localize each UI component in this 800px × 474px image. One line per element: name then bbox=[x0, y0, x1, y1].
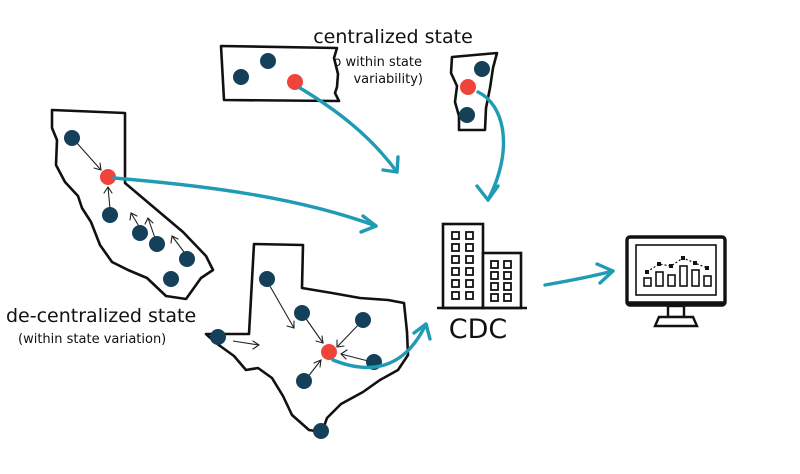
flow-arrow-vt-to-cdc bbox=[475, 90, 506, 202]
building-window bbox=[451, 231, 460, 240]
building-window bbox=[490, 260, 499, 269]
monitor-trend-point bbox=[645, 270, 649, 274]
tx-site-dot bbox=[313, 423, 329, 439]
vt-hub-dot bbox=[460, 79, 476, 95]
building-window bbox=[503, 271, 512, 280]
flow-arrow-tx-to-cdc bbox=[331, 322, 432, 370]
tx-site-dot bbox=[296, 373, 312, 389]
ca-site-dot bbox=[132, 225, 148, 241]
building-window bbox=[503, 260, 512, 269]
building-window bbox=[465, 291, 474, 300]
sd-site-dot bbox=[233, 69, 249, 85]
tx-site-dot bbox=[210, 329, 226, 345]
ca-site-dot bbox=[163, 271, 179, 287]
cdc-label: CDC bbox=[449, 314, 508, 345]
building-window bbox=[465, 255, 474, 264]
flow-arrow-cdc-to-dashboard bbox=[543, 262, 615, 287]
monitor-chart-bar bbox=[643, 277, 652, 287]
ca-site-dot bbox=[64, 130, 80, 146]
tx-site-dot bbox=[259, 271, 275, 287]
building-window bbox=[451, 243, 460, 252]
ca-site-dot bbox=[102, 207, 118, 223]
sd-hub-dot bbox=[287, 74, 303, 90]
building-window bbox=[503, 282, 512, 291]
flow-arrow-ca-to-cdc bbox=[112, 176, 378, 234]
monitor-chart-bar bbox=[655, 271, 664, 287]
building-window bbox=[465, 231, 474, 240]
ca-hub-dot bbox=[100, 169, 116, 185]
texas-map bbox=[204, 242, 410, 439]
tx-hub-dot bbox=[321, 344, 337, 360]
building-window bbox=[490, 293, 499, 302]
monitor-trend-point bbox=[705, 266, 709, 270]
building-window bbox=[503, 293, 512, 302]
ca-site-dot bbox=[149, 236, 165, 252]
tx-site-dot bbox=[294, 305, 310, 321]
building-window bbox=[465, 243, 474, 252]
monitor-chart-bar bbox=[679, 265, 688, 287]
ca-site-dot bbox=[179, 251, 195, 267]
monitor-trend-point bbox=[657, 262, 661, 266]
decentralized-state-title: de-centralized state bbox=[6, 305, 196, 327]
building-window bbox=[451, 267, 460, 276]
monitor-trend-point bbox=[693, 261, 697, 265]
building-window bbox=[451, 255, 460, 264]
flow-arrow-sd-to-cdc bbox=[298, 86, 400, 174]
centralized-state-subtitle-line2: variability) bbox=[353, 72, 423, 87]
monitor-chart-bar bbox=[667, 274, 676, 287]
building-window bbox=[465, 267, 474, 276]
building-window bbox=[465, 279, 474, 288]
vt-site-dot bbox=[474, 61, 490, 77]
california-map bbox=[50, 108, 215, 301]
monitor-trend-point bbox=[669, 264, 673, 268]
vt-site-dot bbox=[459, 107, 475, 123]
south-dakota-map bbox=[219, 44, 341, 103]
monitor-trend-point bbox=[681, 256, 685, 260]
tx-site-dot bbox=[355, 312, 371, 328]
monitor-chart-bar bbox=[691, 269, 700, 287]
dashboard-monitor-icon bbox=[625, 235, 727, 328]
monitor-chart-bar bbox=[703, 275, 712, 287]
sd-site-dot bbox=[260, 53, 276, 69]
building-window bbox=[451, 279, 460, 288]
centralized-state-title: centralized state bbox=[313, 26, 473, 48]
vermont-map bbox=[449, 51, 499, 132]
building-window bbox=[490, 282, 499, 291]
cdc-building-icon bbox=[437, 222, 527, 310]
decentralized-state-subtitle: (within state variation) bbox=[18, 332, 166, 347]
building-window bbox=[451, 291, 460, 300]
building-window bbox=[490, 271, 499, 280]
centralized-state-subtitle-line1: (no within state bbox=[320, 55, 422, 70]
